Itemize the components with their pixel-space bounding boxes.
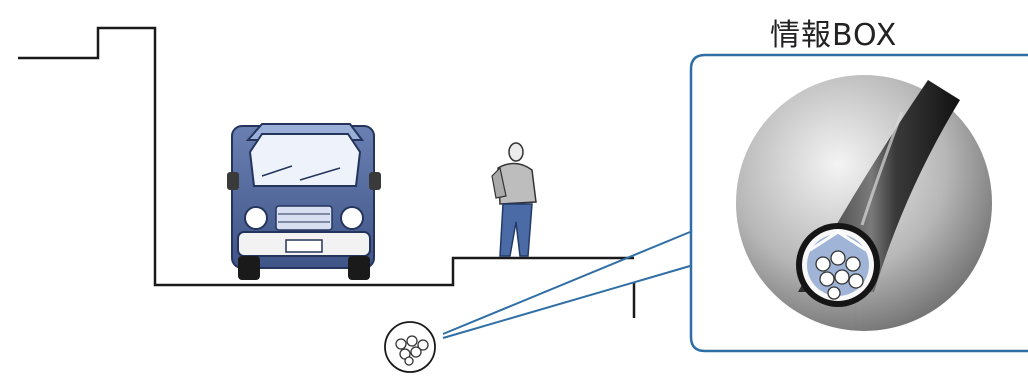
person-icon: [491, 142, 537, 257]
car-icon: [227, 123, 381, 280]
info-box-title: 情報BOX: [770, 18, 898, 53]
callout-line-lower: [442, 265, 691, 339]
ground-outline: [18, 26, 634, 287]
cable-cross-section-icon: [736, 75, 992, 331]
callout-line-upper: [442, 231, 691, 335]
cable-bundle-icon: [384, 321, 436, 373]
info-box-frame: [689, 53, 1028, 353]
